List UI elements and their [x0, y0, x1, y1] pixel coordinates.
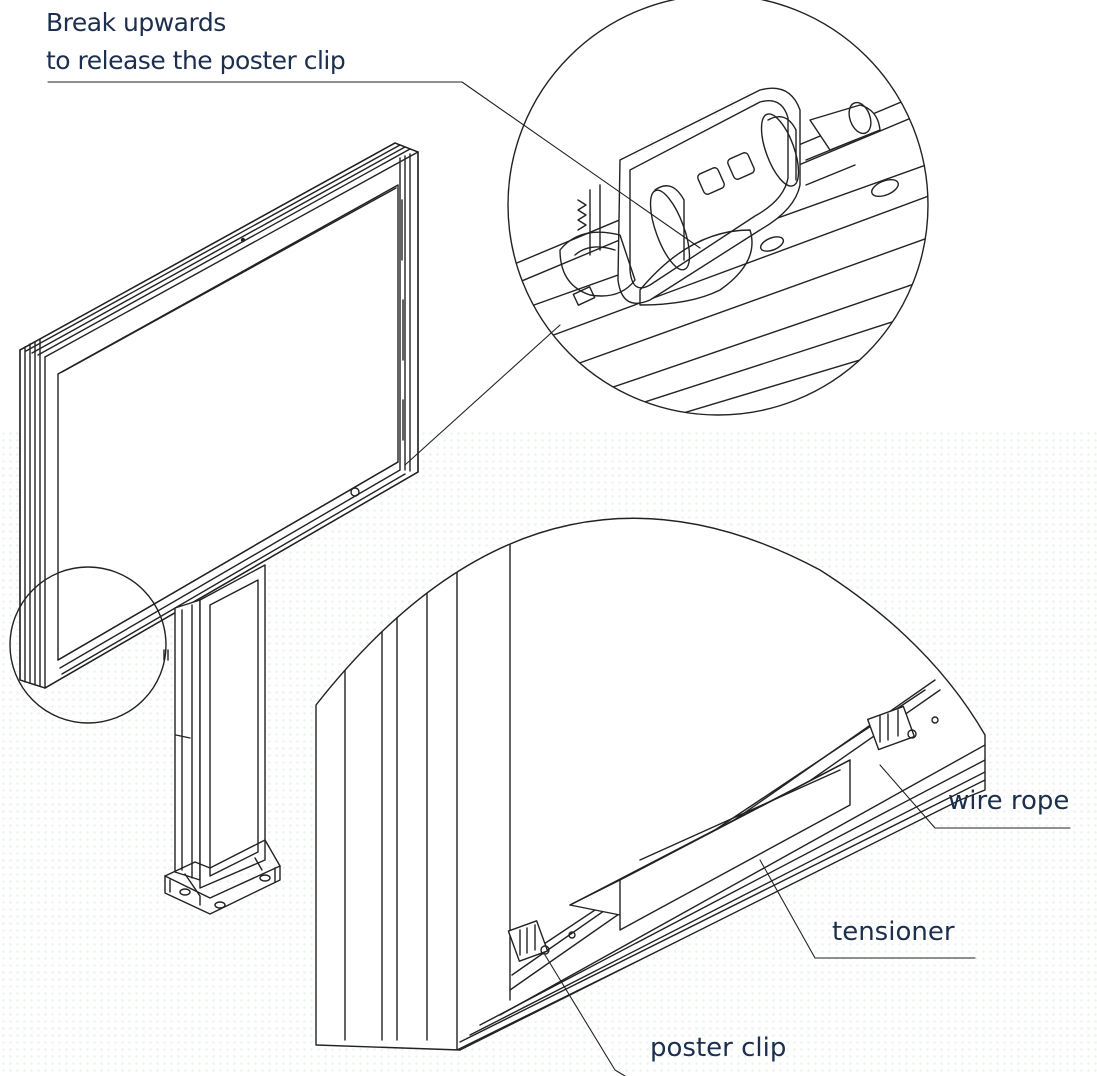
poster-clip-right [866, 705, 939, 751]
detail-marker-circle [9, 566, 167, 724]
clip-detail-view [507, 0, 929, 416]
poster-clip-label: poster clip [650, 1033, 787, 1063]
leader-lines [47, 81, 1071, 1076]
tensioner-detail-view [315, 517, 986, 1051]
release-instruction-line-2: to release the poster clip [46, 46, 346, 75]
release-instruction-line-1: Break upwards [46, 8, 226, 37]
release-instruction-label: Break upwards to release the poster clip [46, 4, 346, 80]
billboard-frame [19, 142, 419, 689]
billboard-pole [163, 564, 266, 889]
wire-rope-label: wire rope [948, 786, 1070, 816]
pole-base [164, 839, 281, 915]
poster-clip-left [507, 920, 576, 962]
tensioner-label: tensioner [832, 917, 955, 947]
